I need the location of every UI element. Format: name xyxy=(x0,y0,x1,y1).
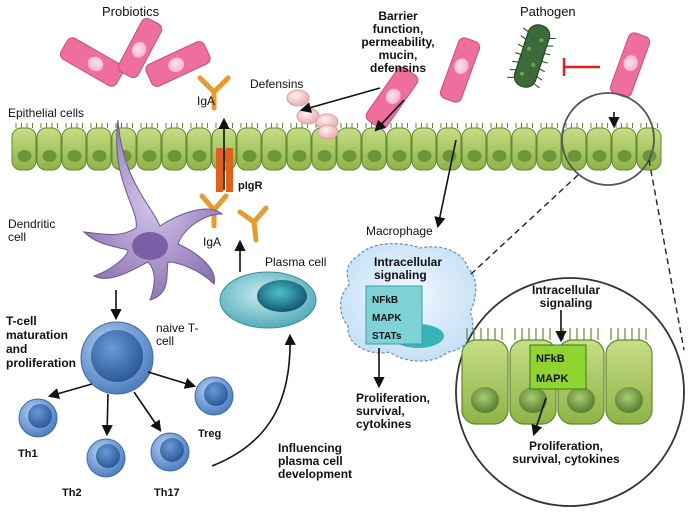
probiotic-bacterium xyxy=(365,66,419,130)
th2-cell xyxy=(86,438,126,478)
th17-cell xyxy=(150,432,190,472)
zoom-epithelial-cell xyxy=(605,328,653,425)
treg-cell xyxy=(194,376,234,416)
epithelial-cell xyxy=(436,123,462,171)
epithelial-cell xyxy=(636,123,662,171)
iga-label-top: IgA xyxy=(197,94,216,108)
zoom-outcome-label: Proliferation,survival, cytokines xyxy=(512,439,620,466)
epithelial-cell xyxy=(11,123,37,171)
iga-label-bottom: IgA xyxy=(203,235,222,249)
epithelial-cell xyxy=(61,123,87,171)
defensin-particle xyxy=(286,89,339,140)
macrophage-outcome-label: Proliferation,survival,cytokines xyxy=(356,391,431,431)
epithelial-cell xyxy=(186,123,212,171)
treg-label: Treg xyxy=(198,428,222,440)
probiotic-bacterium xyxy=(59,37,125,87)
probiotic-bacterium xyxy=(145,41,211,87)
signaling-box xyxy=(365,285,423,345)
plasma-cell xyxy=(219,271,317,329)
iga-antibody-icon xyxy=(197,75,231,111)
epithelial-cell xyxy=(286,123,312,171)
th1-label: Th1 xyxy=(18,448,38,460)
zoom-epithelial-cell xyxy=(461,328,509,425)
defensins-label: Defensins xyxy=(250,77,304,91)
inhibition-arrow xyxy=(562,58,600,76)
epithelial-cell xyxy=(486,123,512,171)
epithelial-cell xyxy=(461,123,487,171)
epithelial-cell xyxy=(236,123,262,171)
dendritic-cell xyxy=(82,119,224,301)
epithelial-cell xyxy=(336,123,362,171)
th17-label: Th17 xyxy=(154,487,180,499)
epithelial-cell xyxy=(136,123,162,171)
epithelial-cell xyxy=(386,123,412,171)
pigr-label: pIgR xyxy=(238,180,263,192)
arrows xyxy=(47,87,620,467)
pathogen-bacterium xyxy=(507,24,556,89)
plasma-cell-label: Plasma cell xyxy=(265,255,327,269)
probiotics-label: Probiotics xyxy=(102,4,160,19)
epithelial-cell xyxy=(611,123,637,171)
iga-antibody-icon xyxy=(237,205,269,243)
epithelial-cell xyxy=(411,123,437,171)
epithelial-cell xyxy=(161,123,187,171)
th2-label: Th2 xyxy=(62,487,82,499)
pigr-receptor xyxy=(216,148,233,192)
epithelial-cell xyxy=(86,123,112,171)
epithelial-cells-label: Epithelial cells xyxy=(8,106,85,120)
probiotic-bacterium xyxy=(609,32,651,98)
macrophage-label: Macrophage xyxy=(366,224,433,238)
epithelial-cell xyxy=(511,123,537,171)
probiotic-bacterium xyxy=(439,37,481,103)
naive-t-cell xyxy=(80,321,154,395)
pathogen-label: Pathogen xyxy=(520,4,576,19)
epithelial-cell xyxy=(586,123,612,171)
naive-tcell-label: naive T-cell xyxy=(156,321,199,348)
epithelial-cell xyxy=(536,123,562,171)
th1-cell xyxy=(18,398,58,438)
epithelial-cell xyxy=(36,123,62,171)
epithelial-cell xyxy=(261,123,287,171)
probiotic-bacterium xyxy=(117,17,163,79)
epithelial-cell xyxy=(561,123,587,171)
zoom-signal-box xyxy=(529,344,587,390)
epithelial-layer xyxy=(11,123,662,171)
epithelial-cell xyxy=(361,123,387,171)
